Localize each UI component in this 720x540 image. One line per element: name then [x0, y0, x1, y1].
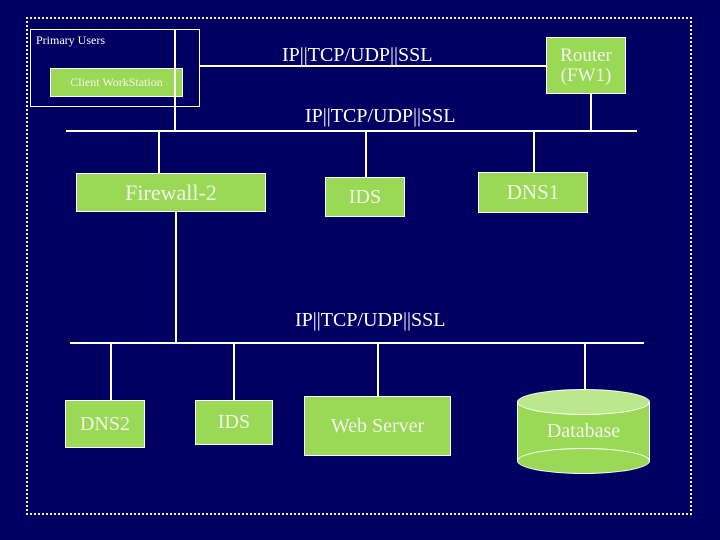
group-box-primary-users: [30, 29, 200, 107]
link-firewall-2-to-bus-3: [175, 212, 177, 342]
bus-label-2: IP||TCP/UDP||SSL: [305, 105, 456, 127]
node-client-workstation[interactable]: Client WorkStation: [50, 68, 183, 97]
link-bus-3-to-web-server: [377, 342, 379, 396]
link-bus-3-to-database: [584, 342, 586, 389]
link-primary-users-to-bus-2: [174, 29, 176, 130]
bus-line-3: [70, 342, 644, 344]
link-bus-2-to-ids-tier2: [365, 130, 367, 177]
database-cylinder-bottom: [517, 448, 650, 474]
group-label-primary-users: Primary Users: [36, 33, 105, 47]
bus-line-1: [200, 65, 547, 67]
bus-label-3: IP||TCP/UDP||SSL: [295, 309, 446, 331]
node-ids-tier3[interactable]: IDS: [195, 400, 273, 445]
node-router-fw1[interactable]: Router (FW1): [546, 37, 626, 94]
node-dns1[interactable]: DNS1: [478, 172, 588, 213]
bus-label-1: IP||TCP/UDP||SSL: [282, 44, 433, 66]
node-database[interactable]: Database: [517, 389, 650, 474]
node-ids-tier2[interactable]: IDS: [325, 177, 405, 217]
link-bus-2-to-dns1: [533, 130, 535, 172]
bus-line-2: [66, 130, 637, 132]
database-cylinder-top: [517, 389, 650, 415]
node-firewall-2[interactable]: Firewall-2: [76, 173, 266, 212]
node-dns2[interactable]: DNS2: [65, 400, 145, 448]
node-web-server[interactable]: Web Server: [304, 396, 451, 456]
link-bus-2-to-firewall-2: [158, 130, 160, 173]
link-bus-3-to-dns2: [110, 342, 112, 400]
link-bus-3-to-ids-tier3: [233, 342, 235, 400]
node-database-label: Database: [546, 420, 621, 442]
link-router-to-bus-2: [590, 93, 592, 130]
